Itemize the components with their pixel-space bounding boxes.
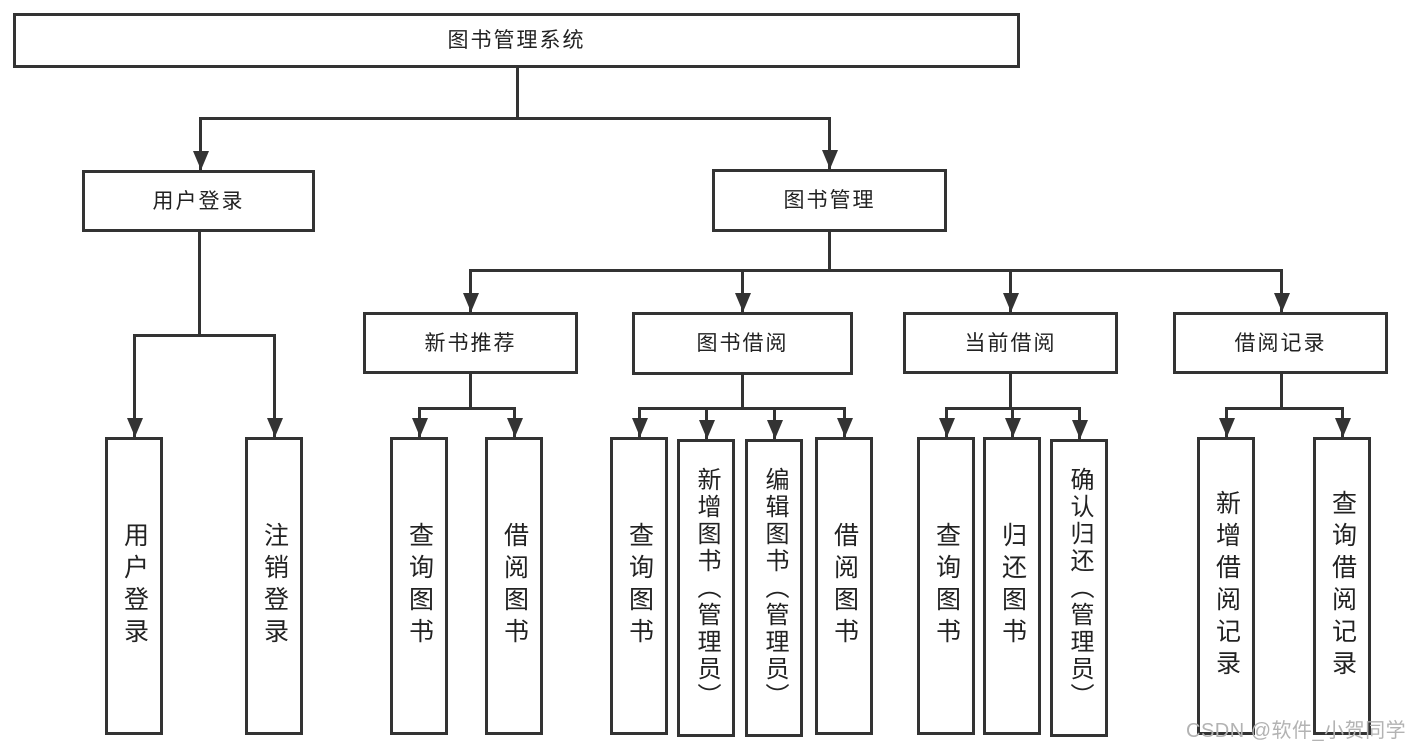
- leaf-current-query-books: 查询图书: [917, 437, 975, 735]
- connector-line: [1280, 374, 1283, 408]
- csdn-watermark: CSDN @软件_小贺同学: [1186, 720, 1405, 742]
- node-label: 图书管理系统: [447, 29, 586, 52]
- leaf-label: 确认归还（管理员）: [1066, 466, 1093, 710]
- leaf-current-confirm-return-admin: 确认归还（管理员）: [1050, 439, 1108, 737]
- leaf-label: 用户登录: [120, 522, 149, 650]
- connector-line: [469, 269, 1282, 272]
- connector-arrow: [133, 334, 136, 437]
- node-label: 图书管理: [783, 189, 876, 212]
- leaf-borrowing-edit-books-admin: 编辑图书（管理员）: [745, 439, 803, 737]
- leaf-current-return-books: 归还图书: [983, 437, 1041, 735]
- leaf-label: 编辑图书（管理员）: [761, 466, 788, 710]
- leaf-newbook-borrow-books: 借阅图书: [485, 437, 543, 735]
- connector-arrow: [945, 407, 948, 437]
- leaf-label: 查询图书: [405, 522, 434, 650]
- node-label: 新书推荐: [424, 331, 517, 355]
- leaf-label: 借阅图书: [830, 522, 859, 650]
- leaf-label: 新增借阅记录: [1212, 490, 1241, 682]
- connector-line: [198, 232, 201, 335]
- leaf-logout: 注销登录: [245, 437, 303, 735]
- leaf-label: 注销登录: [260, 522, 289, 650]
- connector-line: [418, 407, 515, 410]
- connector-arrow: [199, 117, 202, 170]
- node-label: 当前借阅: [964, 331, 1057, 355]
- leaf-label: 查询图书: [625, 522, 654, 650]
- connector-arrow: [273, 334, 276, 437]
- connector-arrow: [828, 117, 831, 169]
- connector-arrow: [705, 407, 708, 439]
- node-book-borrowing: 图书借阅: [632, 312, 853, 375]
- connector-arrow: [418, 407, 421, 437]
- connector-arrow: [843, 407, 846, 437]
- connector-arrow: [513, 407, 516, 437]
- connector-arrow: [1280, 269, 1283, 312]
- connector-arrow: [1009, 269, 1012, 312]
- connector-arrow: [773, 407, 776, 439]
- connector-line: [1009, 374, 1012, 408]
- connector-line: [638, 407, 845, 410]
- leaf-newbook-query-books: 查询图书: [390, 437, 448, 735]
- connector-arrow: [1341, 407, 1344, 437]
- node-library-management-system: 图书管理系统: [13, 13, 1020, 68]
- node-label: 图书借阅: [696, 332, 789, 355]
- connector-arrow: [1011, 407, 1014, 437]
- leaf-label: 查询图书: [932, 522, 961, 650]
- leaf-records-query-borrow-record: 查询借阅记录: [1313, 437, 1371, 735]
- connector-arrow: [741, 269, 744, 312]
- connector-arrow: [1078, 407, 1081, 439]
- node-current-borrowing: 当前借阅: [903, 312, 1118, 374]
- connector-arrow: [638, 407, 641, 437]
- leaf-borrowing-add-books-admin: 新增图书（管理员）: [677, 439, 735, 737]
- node-book-management: 图书管理: [712, 169, 947, 232]
- connector-arrow: [469, 269, 472, 312]
- node-label: 用户登录: [152, 189, 245, 213]
- node-user-login: 用户登录: [82, 170, 315, 232]
- leaf-borrowing-borrow-books: 借阅图书: [815, 437, 873, 735]
- connector-line: [199, 117, 830, 120]
- node-borrowing-records: 借阅记录: [1173, 312, 1388, 374]
- connector-line: [741, 374, 744, 408]
- connector-line: [828, 232, 831, 270]
- connector-line: [516, 68, 519, 118]
- leaf-label: 新增图书（管理员）: [693, 466, 720, 710]
- leaf-label: 归还图书: [998, 522, 1027, 650]
- leaf-label: 借阅图书: [500, 522, 529, 650]
- leaf-label: 查询借阅记录: [1328, 490, 1357, 682]
- connector-arrow: [1225, 407, 1228, 437]
- leaf-borrowing-query-books: 查询图书: [610, 437, 668, 735]
- connector-line: [133, 334, 275, 337]
- connector-line: [1225, 407, 1343, 410]
- leaf-records-add-borrow-record: 新增借阅记录: [1197, 437, 1255, 735]
- leaf-user-login: 用户登录: [105, 437, 163, 735]
- connector-line: [469, 374, 472, 408]
- node-new-book-recommendation: 新书推荐: [363, 312, 578, 374]
- node-label: 借阅记录: [1234, 331, 1327, 355]
